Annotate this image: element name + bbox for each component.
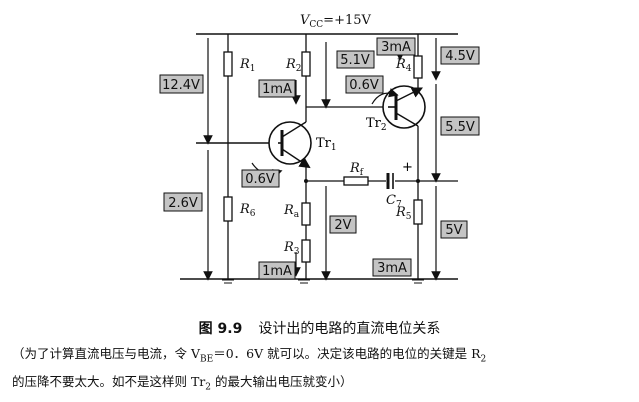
resistor-rf [343,176,369,186]
transistor-tr2 [382,85,426,129]
box-i-r5 [372,258,412,277]
figure-note: （为了计算直流电压与电流，令 VBE＝0．6V 就可以。决定该电路的电位的关键是… [12,343,632,398]
figure-title: 设计出的电路的直流电位关系 [258,321,441,337]
ground-symbols [222,279,424,284]
box-v-be1 [241,169,280,188]
svg-text:2.6V: 2.6V [168,196,198,211]
svg-text:0.6V: 0.6V [245,172,275,187]
label-plus: + [402,160,413,175]
capacitor-c7 [386,173,394,189]
box-i-r3 [258,261,296,280]
resistor-r4 [413,55,423,79]
svg-text:3mA: 3mA [377,261,407,276]
box-v-r5 [440,220,468,239]
box-v-r4 [440,46,480,65]
box-v-e1 [329,215,357,234]
svg-text:12.4V: 12.4V [162,78,200,93]
resistor-r1 [223,51,233,77]
svg-text:5.5V: 5.5V [445,120,475,135]
label-r4: R4 [395,57,412,74]
svg-text:2V: 2V [334,218,351,233]
box-v-r6 [163,192,203,212]
resistor-r2 [301,51,311,77]
note-line-2: 的压降不要太大。如不是这样则 Tr2 的最大输出电压就变小） [12,373,353,393]
resistor-r6 [223,196,233,222]
label-r1: R1 [239,57,256,74]
voltage-arrows [203,38,441,281]
box-i-r4 [376,37,416,56]
svg-text:1mA: 1mA [262,82,292,97]
label-r5: R5 [395,205,412,222]
resistor-ra [301,202,311,226]
circuit-diagram: VCC=+15V R1 R6 R2 Tr1 Ra R3 [159,13,480,284]
transistor-tr1 [268,121,312,169]
label-tr1: Tr1 [316,136,337,153]
svg-text:1mA: 1mA [262,264,292,279]
label-c7: C7 [386,193,402,210]
note-line-1: （为了计算直流电压与电流，令 VBE＝0．6V 就可以。决定该电路的电位的关键是… [12,346,487,365]
figure-number: 图 9.9 [198,321,243,337]
svg-text:3mA: 3mA [381,40,411,55]
resistor-r3 [301,239,311,263]
resistor-r5 [413,199,423,225]
box-v-be2 [345,75,384,94]
svg-text:4.5V: 4.5V [445,49,475,64]
figure-caption: 图 9.9 设计出的电路的直流电位关系 [0,318,639,338]
box-v-r1 [159,74,204,94]
annotation-boxes: 12.4V 2.6V 1mA 5.1V 0.6V 3mA 4.5V 5.5V 0… [159,37,480,280]
box-v-ce2 [440,116,480,136]
box-i-r2 [258,79,296,98]
label-r2: R2 [285,57,302,74]
box-v-r2 [336,50,375,69]
svg-text:0.6V: 0.6V [349,78,379,93]
label-tr2: Tr2 [366,116,387,133]
label-r6: R6 [239,202,256,219]
svg-text:5.1V: 5.1V [340,53,370,68]
svg-text:5V: 5V [445,223,462,238]
label-r3: R3 [283,240,300,257]
label-rf: Rf [349,161,364,178]
supply-label: VCC=+15V [300,13,371,30]
label-ra: Ra [283,203,300,220]
